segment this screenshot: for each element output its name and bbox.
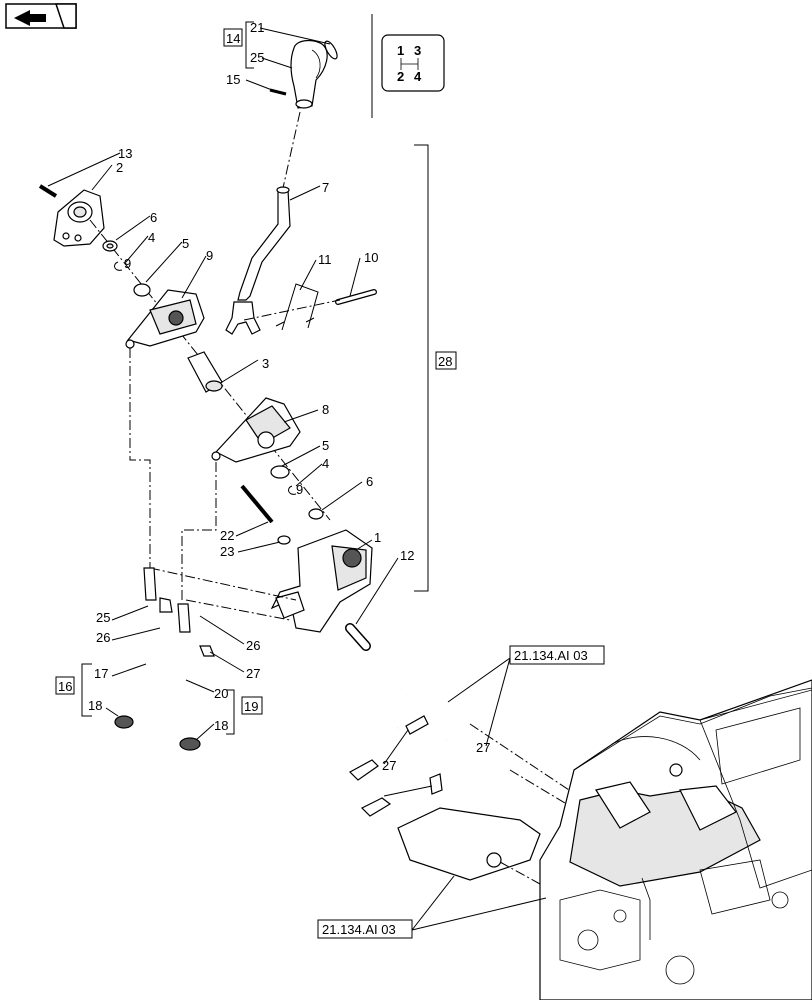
reference-top-label: 21.134.AI 03 [514, 648, 588, 663]
callout-10: 10 [364, 250, 378, 265]
callout-6-top: 6 [150, 210, 157, 225]
callout-20: 20 [214, 686, 228, 701]
callout-1: 1 [374, 530, 381, 545]
callout-22: 22 [220, 528, 234, 543]
callout-9: 9 [206, 248, 213, 263]
parts-artwork [38, 39, 812, 1000]
reference-21-134-top[interactable]: 21.134.AI 03 [509, 645, 605, 665]
callout-25-left: 25 [96, 610, 110, 625]
callout-18-left: 18 [88, 698, 102, 713]
reference-bottom-label: 21.134.AI 03 [322, 922, 396, 937]
group-14: 14 [223, 21, 254, 69]
group-14-label: 14 [226, 31, 240, 46]
leader-lines [47, 27, 547, 931]
callout-12: 12 [400, 548, 414, 563]
callout-11: 11 [318, 252, 332, 267]
callout-26-right: 27 [246, 666, 260, 681]
callout-17: 17 [94, 666, 108, 681]
group-16-label: 16 [58, 679, 72, 694]
callout-27-top: 27 [382, 758, 396, 773]
callout-18-right: 18 [214, 718, 228, 733]
shift-pattern-1: 1 [397, 43, 404, 58]
group-28: 28 [414, 144, 457, 592]
callout-26-left: 26 [96, 630, 110, 645]
callout-5-lower: 5 [322, 438, 329, 453]
back-arrow-icon[interactable] [5, 3, 77, 29]
reference-21-134-bottom[interactable]: 21.134.AI 03 [317, 919, 413, 939]
callout-4-lower: 4 [322, 456, 329, 471]
callout-5-top: 5 [182, 236, 189, 251]
callout-15: 15 [226, 72, 240, 87]
callout-9-small: 9 [124, 256, 131, 271]
callout-2: 2 [116, 160, 123, 175]
callout-9-small-lower: 9 [296, 482, 303, 497]
group-28-label: 28 [438, 354, 452, 369]
callout-6-lower: 6 [366, 474, 373, 489]
callout-numbers: 21 25 15 13 2 6 4 9 5 9 7 10 11 3 8 5 4 … [88, 20, 490, 773]
callout-23: 23 [220, 544, 234, 559]
callout-4-top: 4 [148, 230, 155, 245]
group-19: 19 [226, 689, 263, 735]
callout-21: 21 [250, 20, 264, 35]
callout-27-bottom: 27 [476, 740, 490, 755]
callout-13: 13 [118, 146, 132, 161]
group-16: 16 [55, 663, 92, 717]
callout-24: 25 [250, 50, 264, 65]
callout-3: 3 [262, 356, 269, 371]
callout-25-right: 26 [246, 638, 260, 653]
shift-pattern-4: 4 [414, 69, 422, 84]
shift-pattern-2: 2 [397, 69, 404, 84]
shift-pattern-3: 3 [414, 43, 421, 58]
callout-7: 7 [322, 180, 329, 195]
shift-pattern-panel: 1 3 2 4 [371, 14, 445, 118]
callout-8: 8 [322, 402, 329, 417]
group-19-label: 19 [244, 699, 258, 714]
